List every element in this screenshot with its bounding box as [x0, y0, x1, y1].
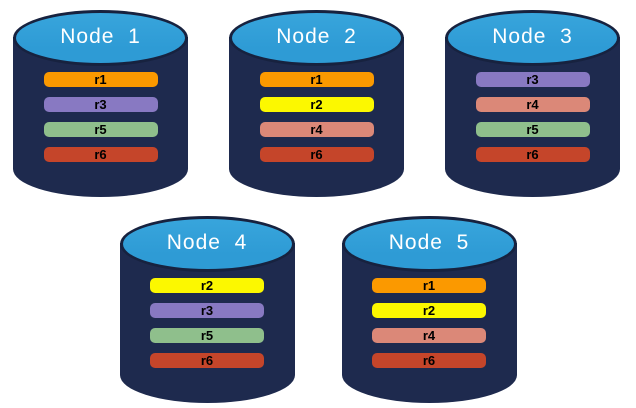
node-title: Node 5 [388, 231, 470, 254]
cylinder-top: Node 4 [119, 216, 295, 272]
replica-bar-r6: r6 [43, 147, 158, 162]
replica-list: r1 r2 r4 r6 [229, 72, 404, 162]
replica-bar-r6: r6 [259, 147, 374, 162]
cylinder-top: Node 5 [341, 216, 517, 272]
replica-list: r1 r3 r5 r6 [13, 72, 188, 162]
replica-bar-r2: r2 [259, 97, 374, 112]
cylinder-top: Node 3 [445, 10, 620, 66]
top-row: Node 1 r1 r3 r5 r6 Node 2 r1 r2 r4 r6 Node 3 r… [0, 10, 636, 197]
replica-bar-r4: r4 [475, 97, 590, 112]
db-node-2: Node 2 r1 r2 r4 r6 [229, 10, 404, 197]
cylinder-top: Node 2 [229, 10, 404, 66]
replica-bar-r1: r1 [43, 72, 158, 87]
node-title: Node 2 [276, 25, 357, 48]
db-node-4: Node 4 r2 r3 r5 r6 [119, 216, 295, 403]
bottom-row: Node 4 r2 r3 r5 r6 Node 5 r1 r2 r4 r6 [0, 216, 636, 403]
replica-list: r2 r3 r5 r6 [120, 278, 295, 368]
db-node-3: Node 3 r3 r4 r5 r6 [445, 10, 620, 197]
replica-list: r3 r4 r5 r6 [445, 72, 620, 162]
node-title: Node 3 [492, 25, 573, 48]
replica-bar-r6: r6 [150, 353, 264, 368]
replica-bar-r4: r4 [372, 328, 486, 343]
replica-list: r1 r2 r4 r6 [342, 278, 517, 368]
db-node-1: Node 1 r1 r3 r5 r6 [13, 10, 188, 197]
replica-bar-r3: r3 [475, 72, 590, 87]
replica-bar-r6: r6 [372, 353, 486, 368]
replica-bar-r6: r6 [475, 147, 590, 162]
replica-bar-r5: r5 [150, 328, 264, 343]
replica-bar-r5: r5 [43, 122, 158, 137]
db-node-5: Node 5 r1 r2 r4 r6 [341, 216, 517, 403]
replica-bar-r2: r2 [372, 303, 486, 318]
replica-bar-r5: r5 [475, 122, 590, 137]
replica-bar-r3: r3 [150, 303, 264, 318]
replica-bar-r2: r2 [150, 278, 264, 293]
replica-bar-r1: r1 [372, 278, 486, 293]
node-title: Node 1 [60, 25, 141, 48]
replica-bar-r1: r1 [259, 72, 374, 87]
replica-bar-r3: r3 [43, 97, 158, 112]
node-title: Node 4 [166, 231, 248, 254]
cylinder-top: Node 1 [13, 10, 188, 66]
replica-bar-r4: r4 [259, 122, 374, 137]
